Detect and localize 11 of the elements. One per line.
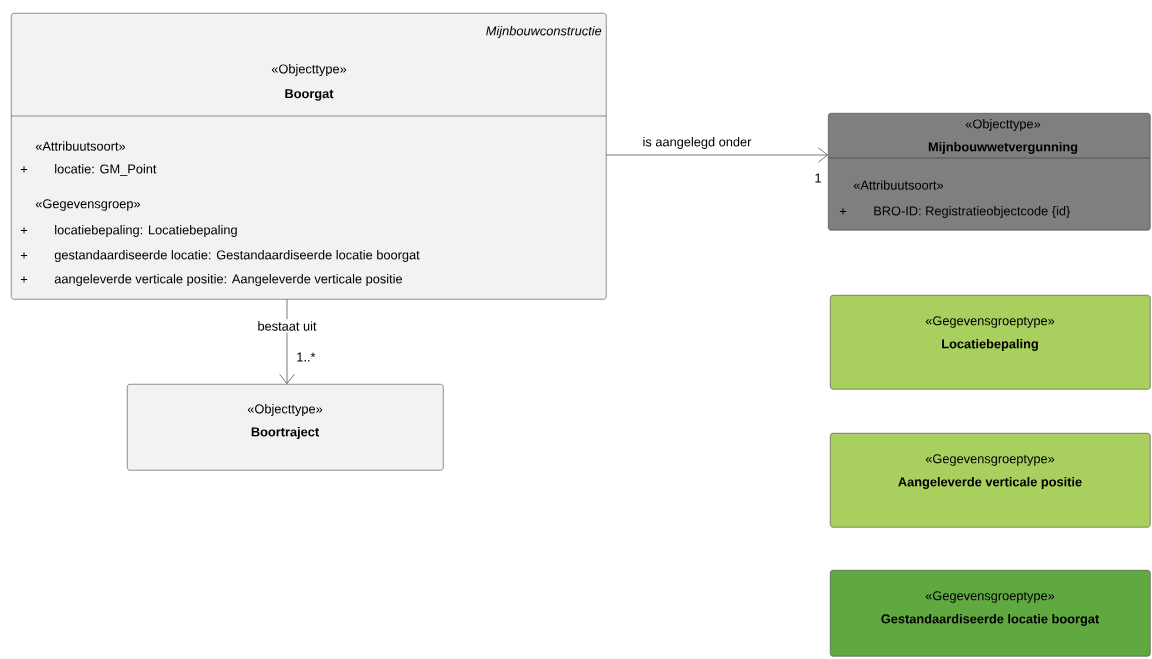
association-arrow <box>606 147 828 163</box>
datatype-box: «Gegevensgroeptype» Gestandaardiseerde locatie boorgat <box>830 570 1151 657</box>
datatype-box: «Gegevensgroeptype» Locatiebepaling <box>830 295 1151 390</box>
class-box: Mijnbouwconstructie «Objecttype» Boorgat «Attribuutsoort» + locatie: GM_Point «Gegevensgroep» + locatiebepaling: Locatiebepaling + gestandaardiseerde locatie: Gestandaardiseerde locatie boorgat + aangeleverde verticale positie: Aangeleverde verticale positie <box>10 13 607 300</box>
edge-label: bestaat uit <box>255 319 319 333</box>
class-box: «Objecttype» Mijnbouwwetvergunning «Attribuutsoort» + BRO-ID: Registratieobjectcode {id} <box>827 113 1151 231</box>
datatype-box: «Gegevensgroeptype» Aangeleverde verticale positie <box>830 433 1151 528</box>
edge-label: is aangelegd onder <box>640 135 754 151</box>
class-box: «Objecttype» Boortraject <box>127 384 444 471</box>
multiplicity-label: 1..* <box>297 352 316 362</box>
association-arrow <box>279 299 295 384</box>
